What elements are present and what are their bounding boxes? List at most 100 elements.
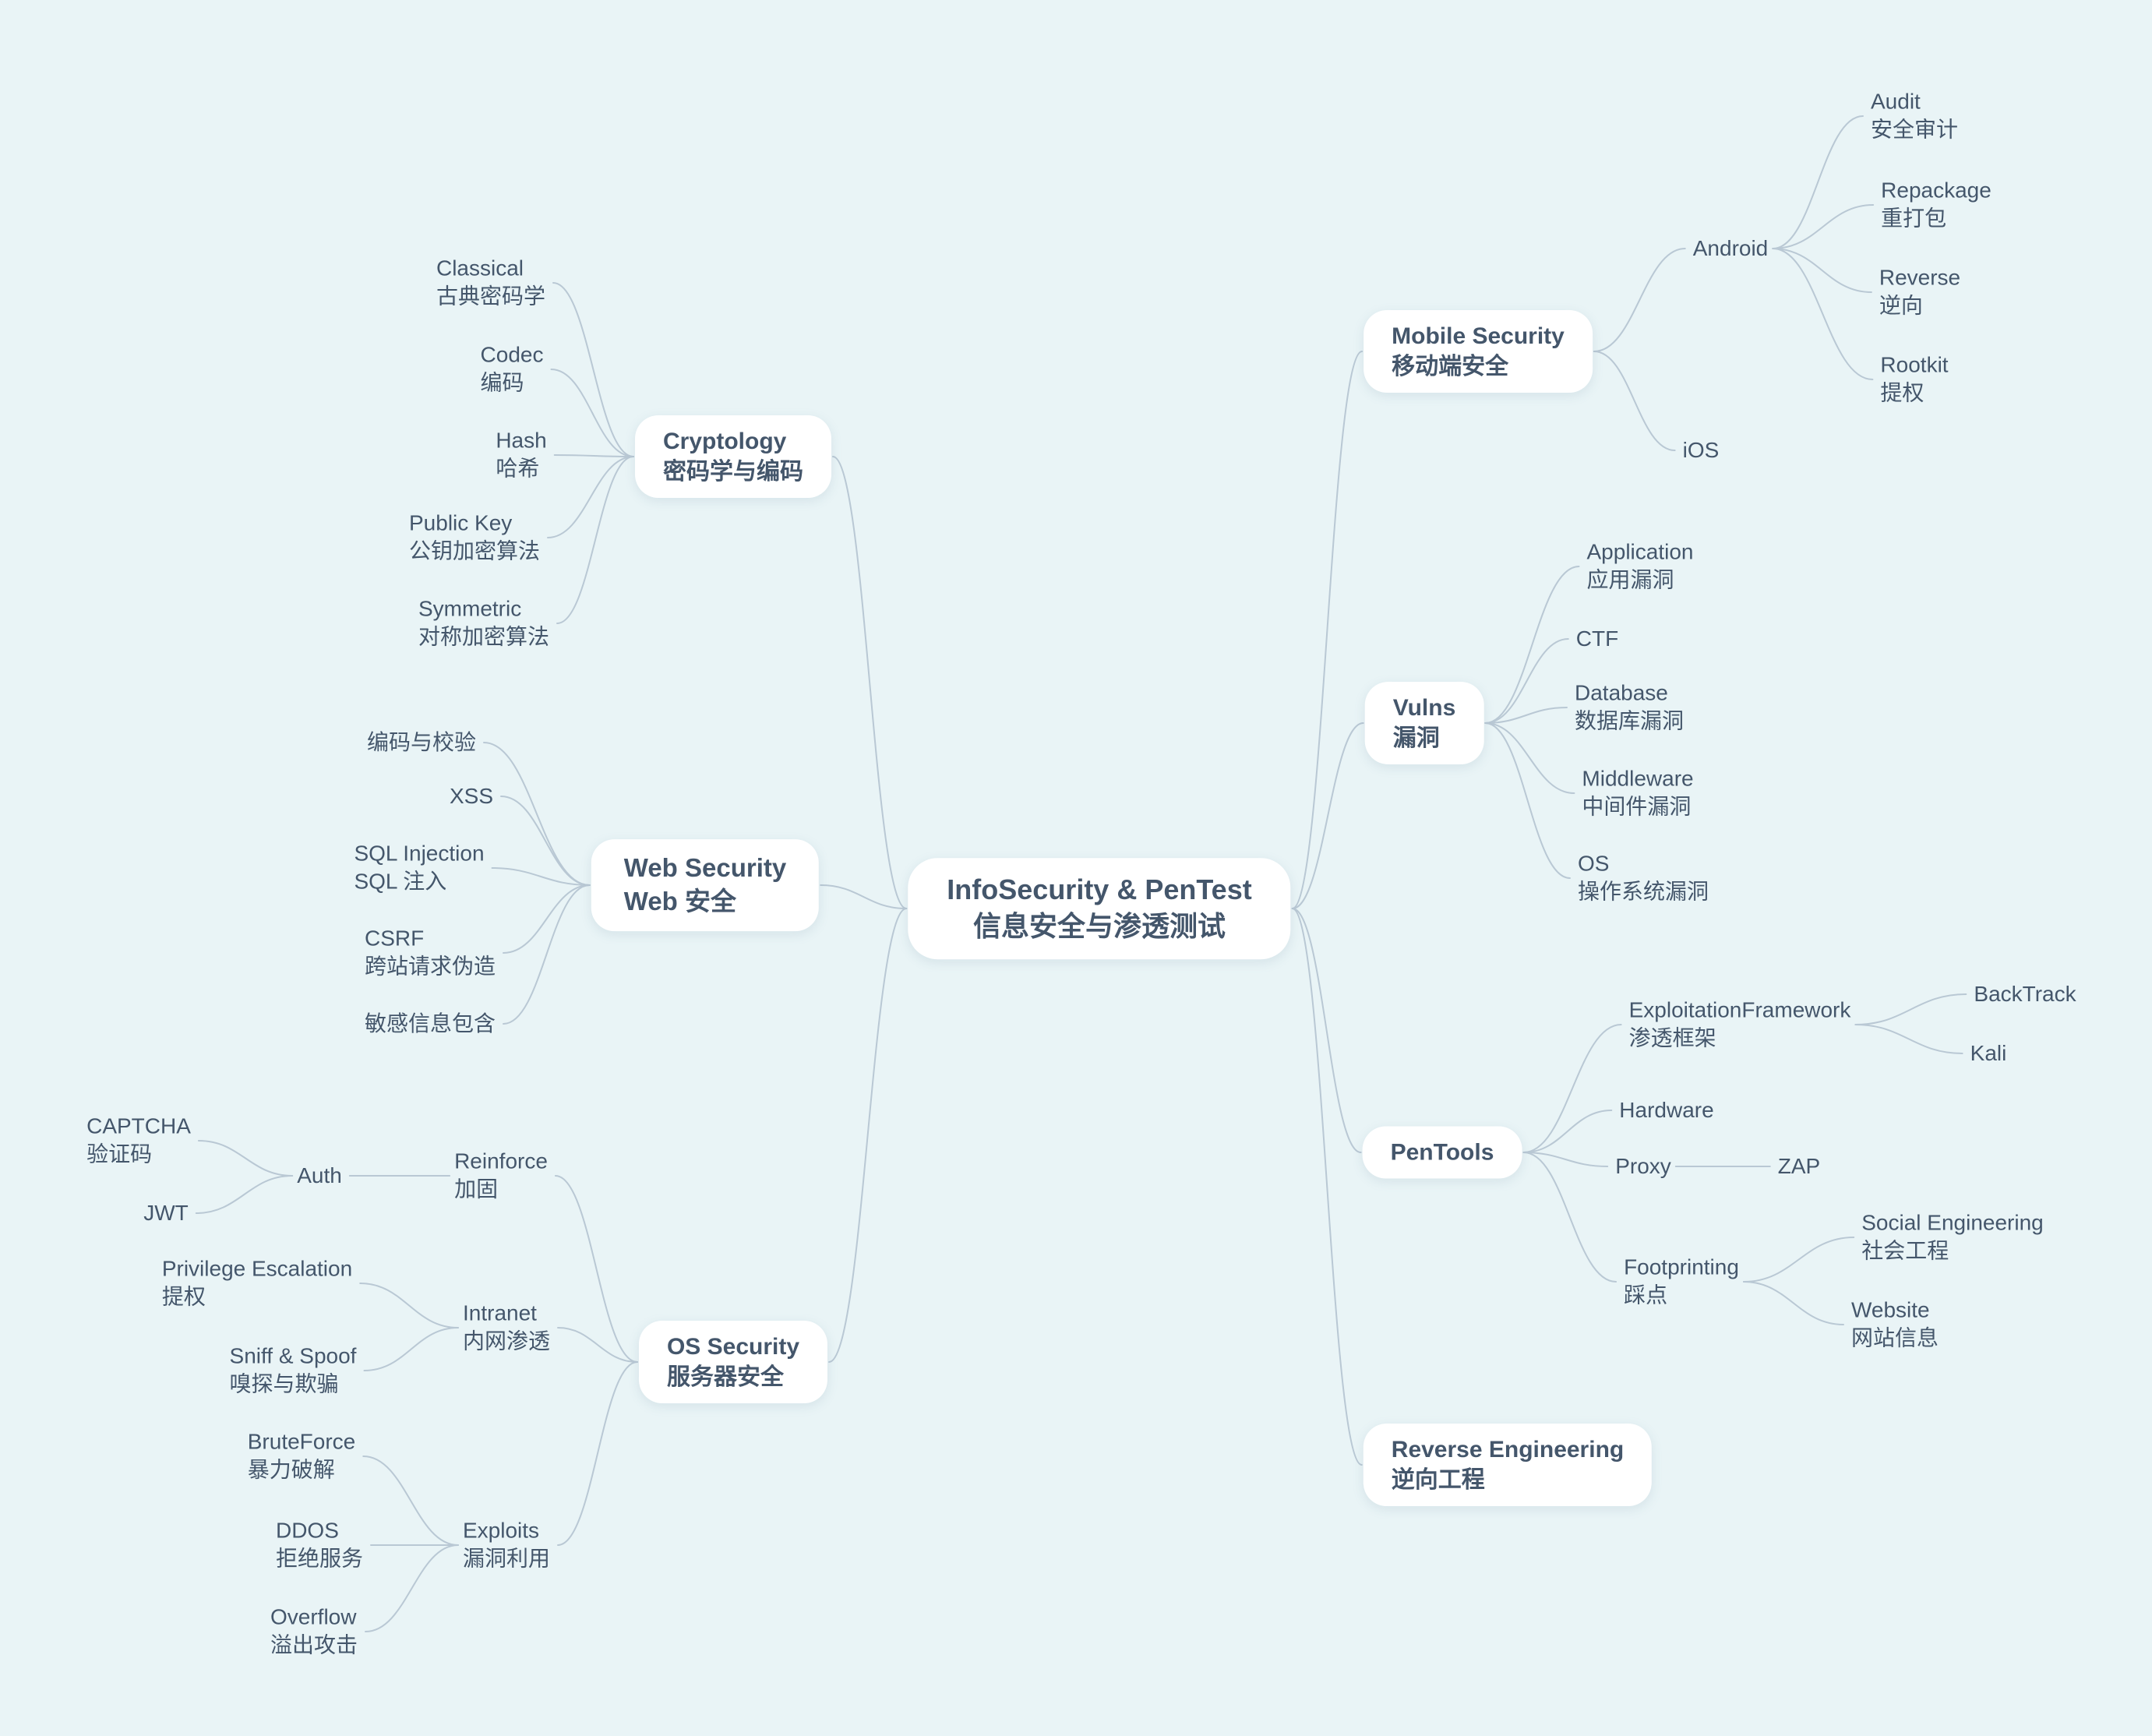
node-label-zh: 嗅探与欺骗 [229, 1372, 339, 1396]
node-label-en: CTF [1575, 626, 1619, 651]
node-label-en: Android [1692, 235, 1769, 260]
node-label-en: Codec [480, 342, 544, 367]
node-label-zh: 内网渗透 [462, 1329, 551, 1353]
node-hardware[interactable]: Hardware [1619, 1096, 1713, 1124]
topic-label-en: Mobile Security [1392, 323, 1565, 349]
node-label-zh: 拒绝服务 [275, 1547, 364, 1571]
node-label-en: BackTrack [1974, 981, 2076, 1006]
node-application[interactable]: Application 应用漏洞 [1587, 538, 1694, 595]
node-label-en: Middleware [1582, 766, 1694, 791]
node-public-key[interactable]: Public Key 公钥加密算法 [409, 510, 540, 566]
node-proxy[interactable]: Proxy [1615, 1152, 1671, 1180]
node-label-en: Public Key [408, 510, 513, 535]
node-android[interactable]: Android [1693, 235, 1769, 263]
node-backtrack[interactable]: BackTrack [1974, 980, 2076, 1008]
node-label-en: iOS [1682, 437, 1720, 462]
central-topic-label-en: InfoSecurity & PenTest [947, 873, 1252, 906]
topic-label-zh: 逆向工程 [1391, 1467, 1485, 1493]
node-classical[interactable]: Classical 古典密码学 [436, 255, 545, 312]
topic-label-zh: 漏洞 [1392, 725, 1440, 751]
node-label-zh: 编码 [480, 371, 524, 395]
node-label-en: Application [1586, 539, 1694, 564]
node-label-zh: 公钥加密算法 [408, 539, 541, 563]
node-sensitive-info[interactable]: 敏感信息包含 [365, 1010, 496, 1038]
node-label-zh: 中间件漏洞 [1582, 795, 1692, 819]
node-label-en: Auth [297, 1163, 342, 1187]
central-topic-label-zh: 信息安全与渗透测试 [972, 910, 1226, 942]
node-intranet[interactable]: Intranet 内网渗透 [463, 1300, 550, 1357]
node-bruteforce[interactable]: BruteForce 暴力破解 [248, 1428, 356, 1485]
node-label-zh: 暴力破解 [247, 1458, 335, 1482]
node-label-en: Audit [1870, 89, 1921, 114]
topic-label-zh: 密码学与编码 [663, 459, 803, 485]
node-label-zh: 数据库漏洞 [1574, 709, 1685, 733]
node-social-engineering[interactable]: Social Engineering 社会工程 [1861, 1209, 2044, 1266]
node-label-en: Social Engineering [1861, 1210, 2044, 1235]
node-reverse[interactable]: Reverse 逆向 [1879, 264, 1960, 321]
topic-label-en: OS Security [666, 1334, 800, 1360]
node-label-zh: 哈希 [496, 457, 540, 481]
node-label-zh: 社会工程 [1861, 1239, 1949, 1263]
node-label-zh: 重打包 [1881, 206, 1947, 231]
node-label-zh: 踩点 [1624, 1283, 1668, 1307]
node-label-zh: 提权 [161, 1285, 206, 1309]
topic-label-en: PenTools [1390, 1139, 1494, 1166]
topic-pentools[interactable]: PenTools [1362, 1126, 1522, 1179]
topic-label-en: Web Security [623, 853, 787, 883]
node-label-zh: 逆向 [1879, 294, 1923, 318]
node-ios[interactable]: iOS [1683, 436, 1720, 464]
node-codec[interactable]: Codec 编码 [481, 341, 544, 398]
node-ctf[interactable]: CTF [1576, 625, 1618, 653]
node-label-en: Hardware [1619, 1097, 1714, 1122]
node-label-zh: 操作系统漏洞 [1577, 880, 1709, 904]
topic-label-zh: Web 安全 [623, 887, 736, 916]
node-middleware[interactable]: Middleware 中间件漏洞 [1582, 765, 1693, 822]
central-topic[interactable]: InfoSecurity & PenTest 信息安全与渗透测试 [908, 858, 1291, 959]
node-label-zh: 渗透框架 [1628, 1026, 1716, 1050]
node-encode-verify[interactable]: 编码与校验 [367, 729, 476, 757]
node-xss[interactable]: XSS [450, 782, 493, 810]
node-label-zh: 古典密码学 [436, 284, 546, 309]
node-label-en: XSS [449, 783, 494, 808]
node-label-zh: 应用漏洞 [1586, 568, 1674, 592]
topic-label-en: Reverse Engineering [1391, 1437, 1625, 1463]
topic-reverse-engineering[interactable]: Reverse Engineering 逆向工程 [1363, 1424, 1653, 1506]
node-auth[interactable]: Auth [297, 1162, 342, 1190]
node-label-en: BruteForce [247, 1429, 356, 1454]
node-label-en: Reverse [1879, 265, 1961, 290]
node-label-en: Intranet [462, 1300, 537, 1325]
node-label-en: Website [1850, 1297, 1930, 1322]
node-zap[interactable]: ZAP [1778, 1152, 1820, 1180]
node-label-en: CAPTCHA [86, 1113, 191, 1138]
node-kali[interactable]: Kali [1970, 1039, 2007, 1067]
node-label-en: Classical [436, 256, 524, 281]
node-jwt[interactable]: JWT [143, 1199, 189, 1227]
node-label-zh: 跨站请求伪造 [364, 954, 496, 979]
node-label-en: JWT [143, 1200, 189, 1225]
node-label-en: Overflow [270, 1604, 357, 1629]
